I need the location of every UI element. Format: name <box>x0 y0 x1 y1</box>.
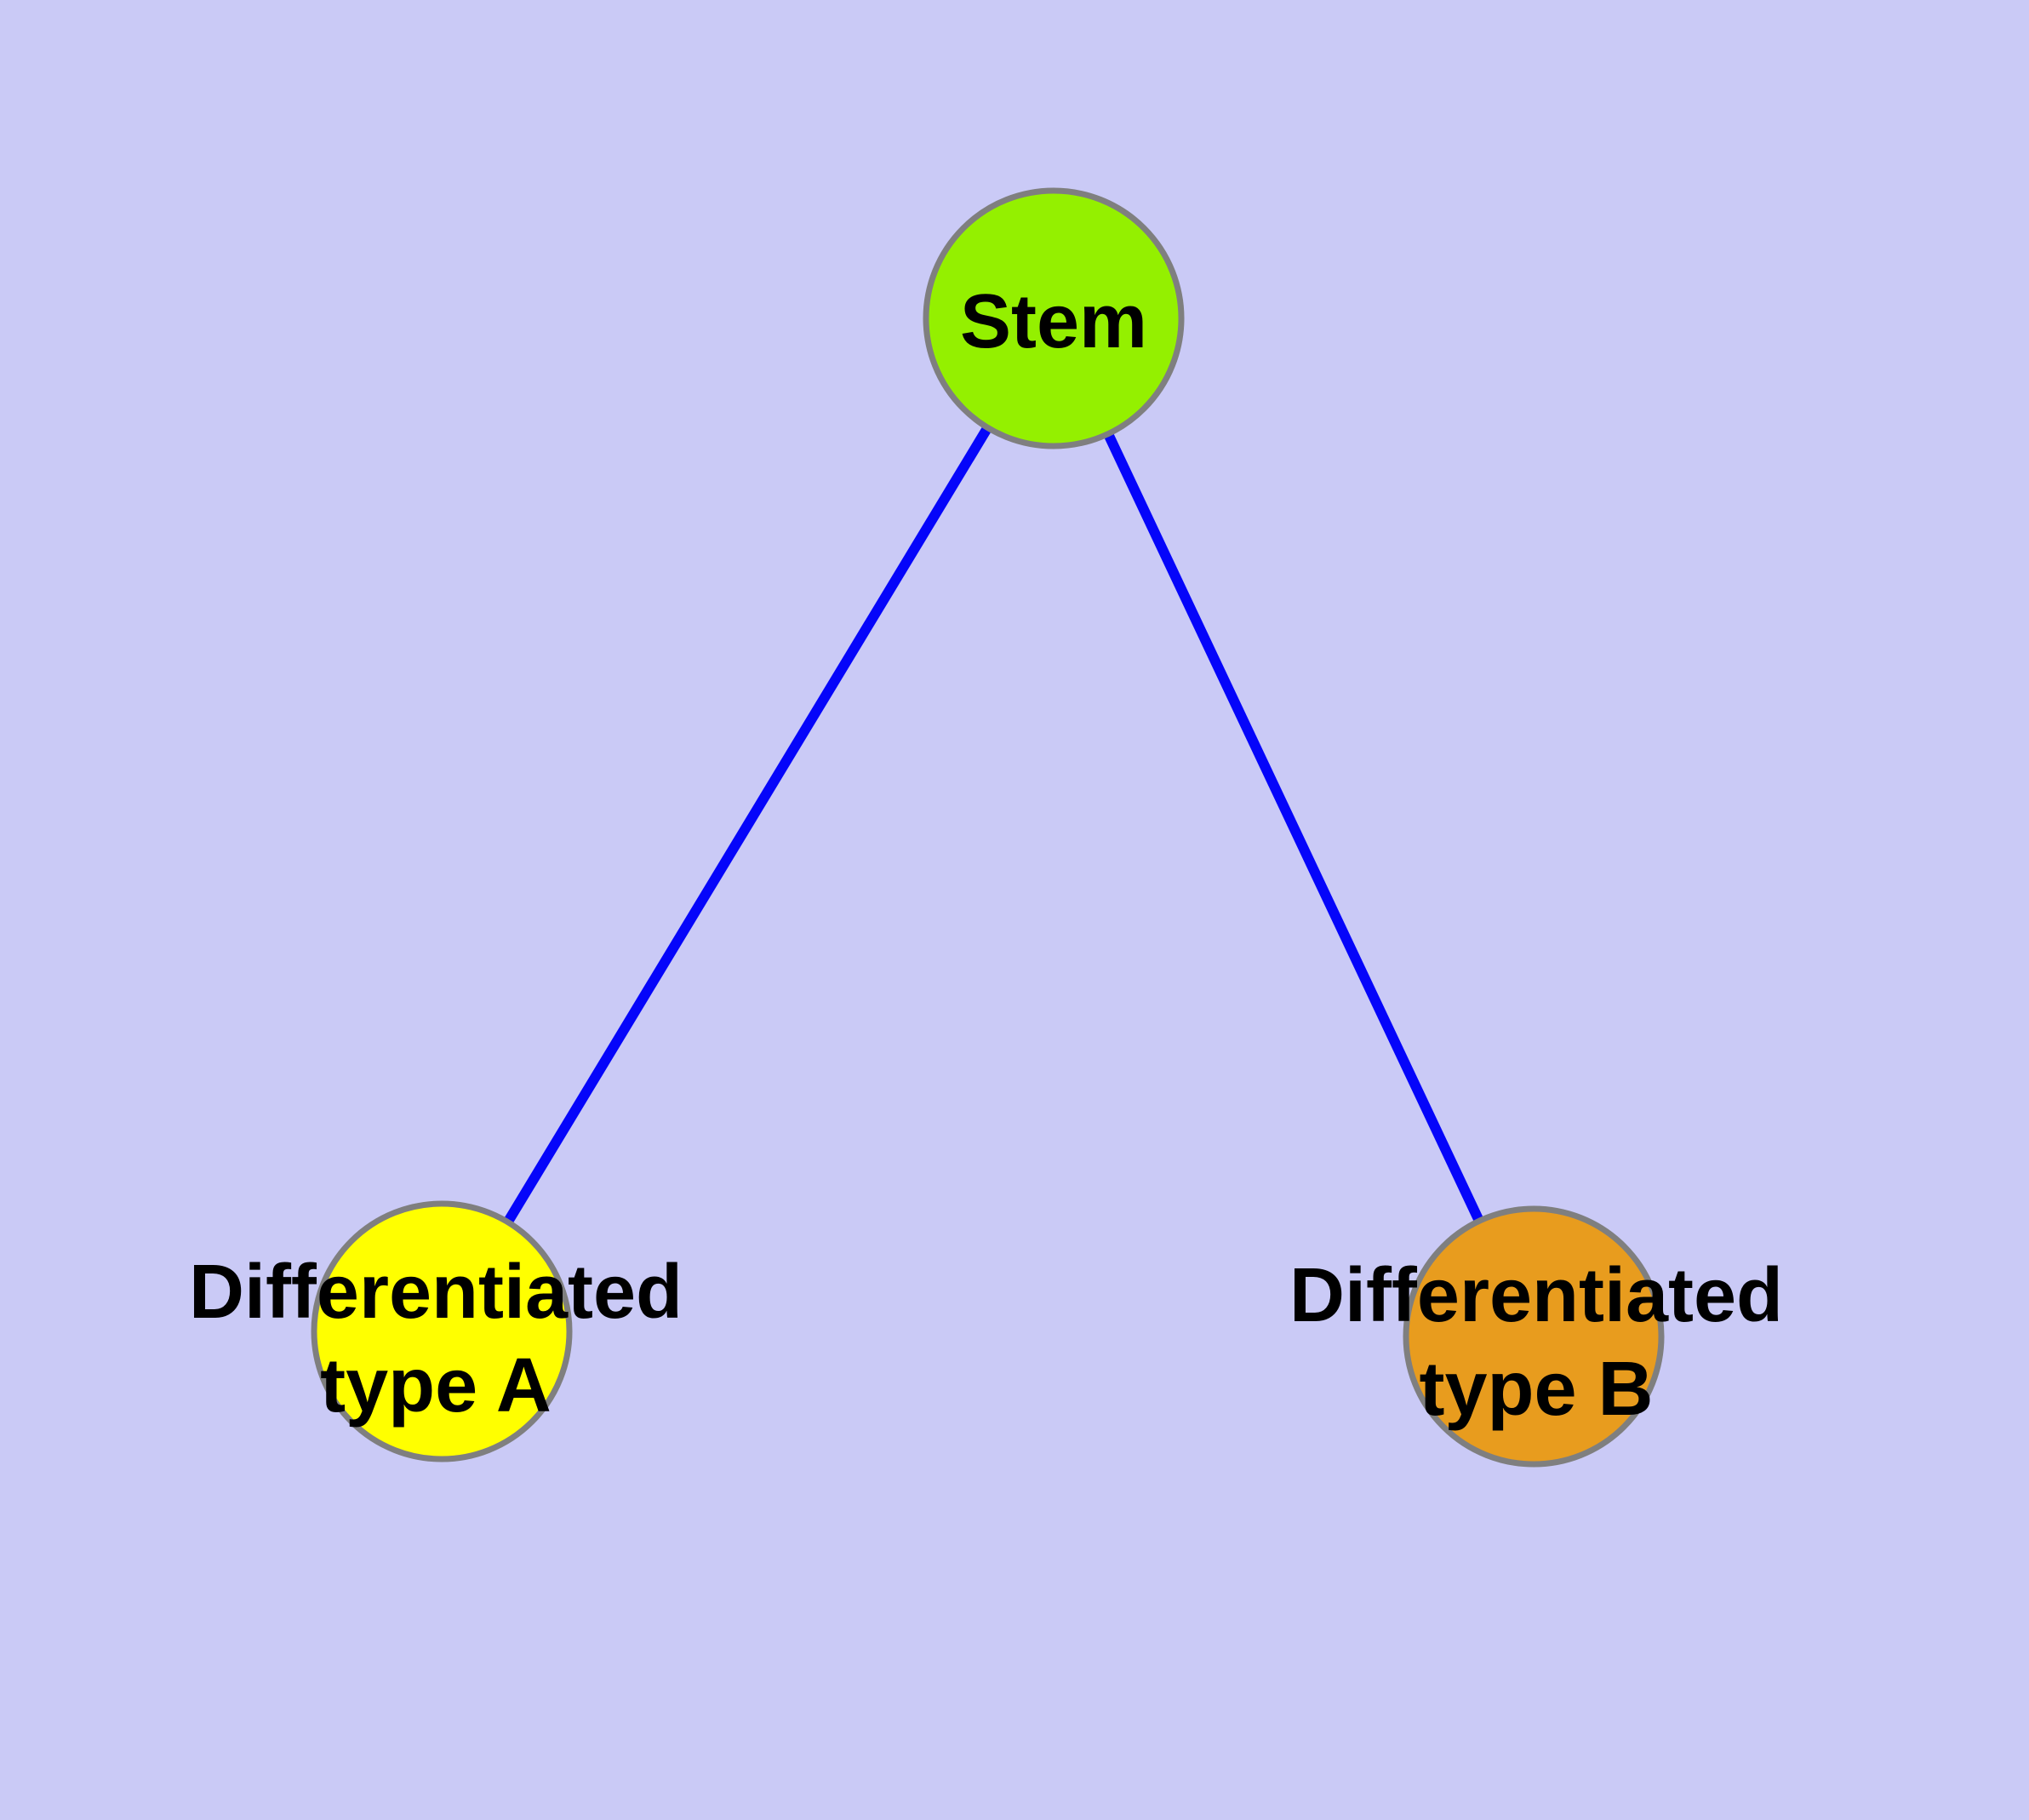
node-type-a-label-line1: Differentiated <box>189 1250 683 1335</box>
node-stem-label: Stem <box>960 279 1147 364</box>
node-type-b-label-line1: Differentiated <box>1289 1253 1783 1338</box>
edge-stem-to-type-a <box>437 315 1059 1335</box>
node-type-b-label-line2: type B <box>1419 1347 1653 1432</box>
node-type-b-circle <box>1403 1205 1665 1468</box>
node-stem-circle <box>923 187 1185 449</box>
edge-stem-to-type-b <box>1049 316 1539 1339</box>
node-type-a-circle <box>311 1200 573 1462</box>
node-type-a-label-line2: type A <box>320 1343 552 1428</box>
